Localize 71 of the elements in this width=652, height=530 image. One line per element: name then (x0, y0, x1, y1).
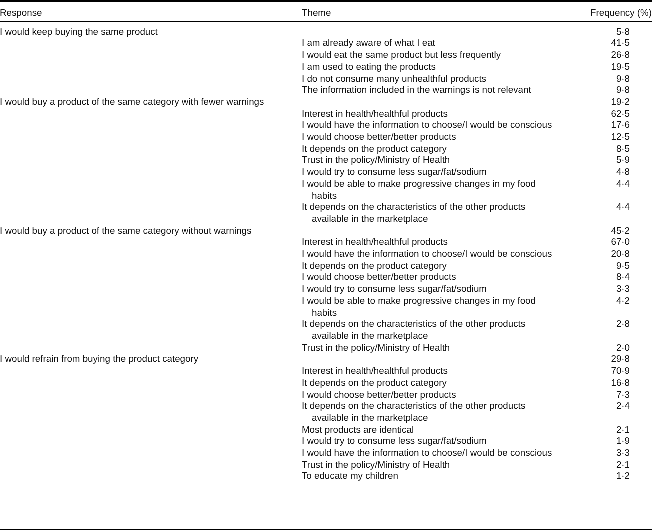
frequency-cell-text: 20·8 (610, 248, 631, 260)
theme-cell-text: I would have the information to choose/I would be conscious (302, 248, 554, 260)
theme-cell-text: I would have the information to choose/I would be conscious (302, 119, 554, 132)
frequency-cell-text: 62·5 (610, 108, 631, 120)
frequency-cell-text: 1·2 (615, 470, 631, 482)
frequency-cell-text: 9·8 (615, 72, 631, 84)
response-cell-text: I would refrain from buying the product category (0, 353, 200, 366)
theme-cell-text: Trust in the policy/Ministry of Health (302, 342, 452, 354)
theme-cell-text: It depends on the characteristics of the other products available in the marketplace (302, 400, 527, 424)
frequency-cell-text: 2·1 (615, 458, 631, 470)
theme-cell-text: Trust in the policy/Ministry of Health (302, 458, 452, 470)
frequency-cell-text: 2·1 (615, 424, 631, 436)
frequency-cell-text: 29·8 (610, 353, 631, 366)
theme-cell-text: Interest in health/healthful products (302, 236, 449, 248)
frequency-cell-text: 4·4 (615, 178, 631, 191)
frequency-cell-text: 8·5 (615, 142, 631, 154)
response-cell-text: I would keep buying the same product (0, 26, 159, 38)
theme-cell-text: To educate my children (302, 470, 400, 482)
frequency-cell-text: 2·4 (615, 400, 631, 414)
column-header: Frequency (%) (590, 7, 652, 19)
frequency-cell-text: 4·8 (615, 166, 631, 178)
frequency-cell-text: 8·4 (615, 271, 631, 284)
theme-cell-text: The information included in the warnings is not relevant (302, 84, 532, 96)
frequency-cell-text: 2·8 (615, 318, 631, 332)
theme-cell-text: I do not consume many unhealthful products (302, 72, 488, 84)
theme-cell-text: Trust in the policy/Ministry of Health (302, 154, 452, 166)
frequency-cell-text: 26·8 (610, 49, 631, 61)
frequency-cell-text: 16·8 (610, 376, 631, 388)
frequency-cell-text: 9·8 (615, 84, 631, 96)
theme-cell-text: I would be able to make progressive changes in my food habits (302, 294, 537, 318)
theme-cell-text: I am already aware of what I eat (302, 37, 436, 50)
theme-cell-text: It depends on the product category (302, 142, 448, 154)
response-cell-text: I would buy a product of the same category without warnings (0, 224, 253, 236)
theme-cell-text: It depends on the product category (302, 260, 448, 272)
frequency-cell-text: 4·2 (615, 294, 631, 308)
frequency-cell-text: 4·4 (615, 201, 631, 214)
frequency-cell-text: 19·5 (610, 60, 631, 73)
frequency-cell-text: 7·3 (615, 388, 631, 400)
frequency-cell-text: 12·5 (610, 131, 631, 143)
frequency-cell-text: 3·3 (615, 283, 631, 295)
frequency-cell-text: 5·9 (615, 154, 631, 166)
frequency-cell-text: 67·0 (610, 236, 631, 248)
theme-cell-text: Most products are identical (302, 424, 416, 436)
theme-cell-text: I would try to consume less sugar/fat/sodium (302, 435, 488, 448)
frequency-cell-text: 9·5 (615, 260, 631, 272)
theme-cell-text: It depends on the characteristics of the other products available in the marketplace (302, 201, 527, 225)
theme-cell-text: It depends on the characteristics of the other products available in the marketplace (302, 318, 527, 342)
frequency-cell-text: 2·0 (615, 342, 631, 354)
frequency-cell-text: 3·3 (615, 447, 631, 459)
theme-cell-text: It depends on the product category (302, 376, 448, 388)
response-cell-text: I would buy a product of the same category with fewer warnings (0, 96, 266, 108)
theme-cell-text: I would try to consume less sugar/fat/sodium (302, 166, 488, 178)
theme-cell-text: I would choose better/better products (302, 271, 458, 284)
column-header: Response (0, 7, 44, 19)
theme-cell-text: I would choose better/better products (302, 388, 458, 400)
column-header: Theme (302, 7, 332, 19)
frequency-cell-text: 19·2 (610, 96, 631, 108)
frequency-cell-text: 1·9 (615, 435, 631, 448)
theme-cell-text: I would be able to make progressive changes in my food habits (302, 178, 537, 202)
frequency-cell-text: 17·6 (610, 119, 631, 132)
frequency-cell-text: 70·9 (610, 365, 631, 377)
theme-cell-text: I would eat the same product but less frequently (302, 49, 502, 61)
theme-cell-text: I would try to consume less sugar/fat/sodium (302, 283, 488, 295)
theme-cell-text: Interest in health/healthful products (302, 365, 449, 377)
theme-cell-text: I would choose better/better products (302, 131, 458, 143)
frequency-cell-text: 41·5 (610, 37, 631, 50)
theme-cell-text: I am used to eating the products (302, 60, 437, 73)
frequency-cell-text: 45·2 (610, 224, 631, 236)
frequency-cell-text: 5·8 (615, 26, 631, 38)
theme-cell-text: Interest in health/healthful products (302, 108, 449, 120)
theme-cell-text: I would have the information to choose/I would be conscious (302, 447, 554, 459)
